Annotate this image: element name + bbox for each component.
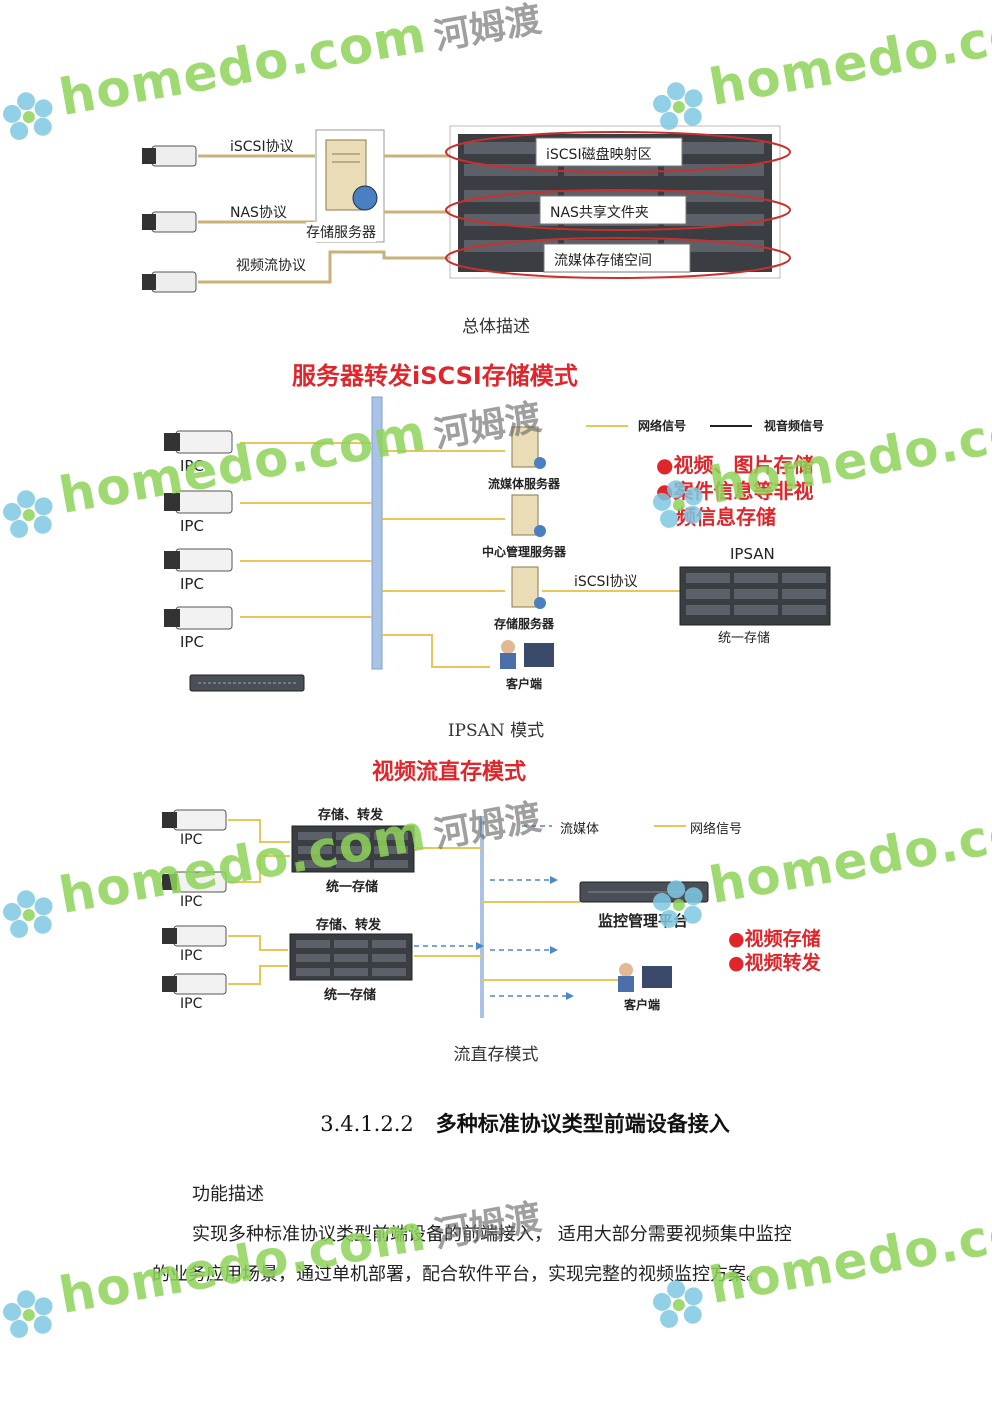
legend-av-signal: 视音频信号	[764, 419, 825, 433]
ipc-label: IPC	[180, 948, 203, 964]
camera-icon	[142, 145, 197, 167]
flower-logo-icon	[2, 889, 53, 938]
ipc-label: IPC	[180, 832, 203, 848]
label-client: 客户端	[506, 677, 543, 691]
camera-icon	[164, 430, 233, 454]
caption-stream-direct: 流直存模式	[453, 1045, 539, 1065]
watermark-cn: 河姆渡	[430, 0, 545, 59]
bullet-non-video: 频信息存储	[676, 505, 776, 529]
legend-network-signal: 网络信号	[638, 419, 687, 433]
label-iscsi-protocol: iSCSI协议	[230, 139, 294, 155]
figure3-title: 视频流直存模式	[372, 760, 527, 785]
server-icon	[511, 426, 546, 469]
camera-icon	[142, 271, 197, 293]
label-storage-server: 存储服务器	[494, 617, 555, 631]
label-iscsi-protocol: iSCSI协议	[574, 574, 638, 590]
server-icon	[511, 494, 546, 537]
section-number: 3.4.1.2.2	[320, 1112, 414, 1136]
ipc-label: IPC	[180, 894, 203, 910]
ipc-label: IPC	[180, 633, 204, 651]
monitoring-platform-icon	[579, 881, 709, 903]
legend-network-signal: 网络信号	[690, 822, 743, 837]
flower-logo-icon	[2, 1289, 53, 1338]
label-storage-server: 存储服务器	[306, 222, 376, 242]
label-media-space: 流媒体存储空间	[554, 253, 652, 269]
paragraph-line: 的业务应用场景，通过单机部署，配合软件平台，实现完整的视频监控方案。	[152, 1264, 764, 1285]
label-iscsi-zone: iSCSI磁盘映射区	[546, 147, 652, 163]
storage-array-icon	[445, 125, 791, 279]
label-ipsan: IPSAN	[730, 545, 775, 563]
ipc-label: IPC	[180, 517, 204, 535]
label-unified-storage: 统一存储	[324, 988, 377, 1003]
ipc-label: IPC	[180, 575, 204, 593]
camera-icon	[164, 606, 233, 630]
camera-icon	[162, 871, 227, 893]
label-nas-protocol: NAS协议	[230, 205, 287, 221]
bullet-case-info: ●案件信息等非视	[656, 479, 814, 503]
watermark-text: homedo.com	[705, 1193, 992, 1315]
watermark-text: homedo.com	[705, 0, 992, 117]
server-icon	[511, 566, 546, 609]
camera-icon	[162, 973, 227, 995]
camera-icon	[164, 490, 233, 514]
watermark-text: homedo.com	[55, 5, 431, 127]
storage-array-icon	[291, 825, 415, 873]
caption-overall: 总体描述	[462, 317, 530, 337]
camera-icon	[162, 925, 227, 947]
label-unified-storage: 统一存储	[326, 880, 379, 895]
section-title: 多种标准协议类型前端设备接入	[435, 1111, 730, 1136]
bullet-video-image: ●视频、图片存储	[656, 453, 814, 477]
ipc-label: IPC	[180, 457, 204, 475]
flower-logo-icon	[2, 91, 53, 140]
section-heading: 3.4.1.2.2 多种标准协议类型前端设备接入	[0, 1108, 992, 1138]
label-center-server: 中心管理服务器	[482, 545, 567, 559]
figure-ipsan-mode: IPC IPC IPC IPC 网络信号 视音频信号 流媒体服务器 中心管理服务…	[150, 395, 850, 700]
label-monitoring-platform: 监控管理平台	[598, 912, 689, 930]
bullet-video-forward: ●视频转发	[728, 952, 821, 974]
label-media-server: 流媒体服务器	[488, 477, 561, 491]
watermark: homedo.com	[644, 0, 992, 139]
label-stream-protocol: 视频流协议	[236, 258, 306, 274]
paragraph-line: 实现多种标准协议类型前端设备的前端接入， 适用大部分需要视频集中监控	[192, 1224, 792, 1245]
caption-ipsan: IPSAN 模式	[447, 721, 545, 741]
subheading-function: 功能描述	[192, 1184, 264, 1205]
label-unified-storage: 统一存储	[718, 631, 771, 646]
figure-stream-direct-mode: IPC IPC IPC IPC 存储、转发 统一存储 存储、转发 统一存储 流媒…	[150, 790, 850, 1030]
label-store-forward: 存储、转发	[318, 808, 384, 823]
ipc-label: IPC	[180, 996, 203, 1012]
figure2-title: 服务器转发iSCSI存储模式	[292, 362, 578, 390]
ipsan-storage-icon	[679, 566, 831, 626]
camera-icon	[164, 548, 233, 572]
storage-array-icon	[289, 933, 413, 981]
label-store-forward: 存储、转发	[316, 918, 382, 933]
network-switch-icon	[189, 674, 305, 692]
camera-icon	[162, 809, 227, 831]
flower-logo-icon	[2, 489, 53, 538]
client-workstation-icon	[618, 963, 672, 992]
camera-icon	[142, 211, 197, 233]
label-client: 客户端	[624, 998, 661, 1012]
legend-media: 流媒体	[560, 822, 600, 837]
client-workstation-icon	[500, 640, 554, 669]
label-nas-folder: NAS共享文件夹	[550, 205, 649, 221]
bullet-video-storage: ●视频存储	[728, 928, 821, 950]
figure-overall-description: iSCSI协议 NAS协议 视频流协议 存储服务器 iSCSI磁盘映射区 NAS…	[140, 120, 800, 305]
